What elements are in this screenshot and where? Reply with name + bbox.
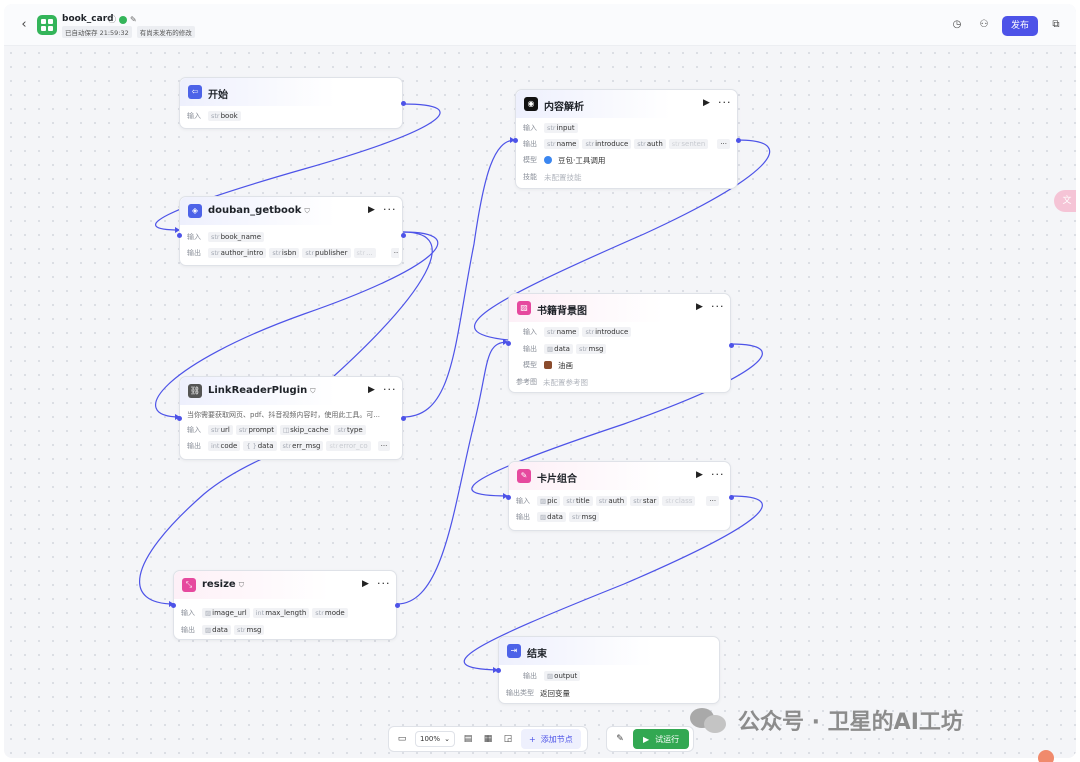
input-port[interactable] <box>506 495 511 500</box>
help-badge[interactable] <box>1038 750 1054 762</box>
minimap-icon[interactable]: ▭ <box>397 734 407 744</box>
more-icon[interactable]: ··· <box>383 383 397 396</box>
input-port[interactable] <box>171 603 176 608</box>
node-title: 开始 <box>208 90 228 101</box>
more-icon[interactable]: ··· <box>377 577 391 590</box>
more-outputs-chip[interactable]: ··· <box>377 441 391 451</box>
edge-linkreader-parse <box>402 139 516 418</box>
output-port[interactable] <box>729 343 734 348</box>
run-node-icon[interactable]: ▶ <box>368 205 375 215</box>
card-edit-icon: ✎ <box>517 469 531 483</box>
copy-icon[interactable]: ⧉ <box>1052 19 1060 30</box>
workflow-canvas[interactable]: ‹ book_card ⓘ ✎ 已自动保存 21:59:32 有尚未发布的修改 … <box>4 4 1076 758</box>
more-icon[interactable]: ··· <box>711 300 725 313</box>
output-port[interactable] <box>729 495 734 500</box>
doubao-model-icon <box>544 156 552 164</box>
node-description: 当你需要获取网页、pdf、抖音视频内容时，使用此工具。可... <box>187 411 381 419</box>
unpublished-status: 有尚未发布的修改 <box>136 26 195 38</box>
chevron-down-icon: ⌄ <box>444 735 450 743</box>
plus-icon: + <box>529 734 536 744</box>
comment-icon[interactable]: ▤ <box>463 734 473 744</box>
info-icon[interactable]: ⓘ <box>108 15 116 24</box>
node-title: resize⛉ <box>202 579 244 590</box>
side-assistant-tab[interactable]: 文 <box>1054 190 1076 212</box>
zoom-select[interactable]: 100%⌄ <box>415 731 455 747</box>
history-icon[interactable]: ◷ <box>952 19 962 30</box>
output-port[interactable] <box>401 233 406 238</box>
more-outputs-chip[interactable]: ··· <box>390 248 399 258</box>
fit-view-icon[interactable]: ◲ <box>503 734 513 744</box>
plugin-cube-icon: ◈ <box>188 204 202 218</box>
node-title: 书籍背景图 <box>537 306 587 317</box>
watermark: 公众号 · 卫星的AI工坊 <box>690 704 963 736</box>
output-port[interactable] <box>401 416 406 421</box>
run-node-icon[interactable]: ▶ <box>362 579 369 589</box>
edit-icon[interactable]: ✎ <box>130 15 137 24</box>
output-port[interactable] <box>736 138 741 143</box>
input-port[interactable] <box>177 233 182 238</box>
input-port[interactable] <box>513 138 518 143</box>
input-port[interactable] <box>496 668 501 673</box>
more-inputs-chip[interactable]: ··· <box>706 496 720 506</box>
node-title: 结束 <box>527 649 547 660</box>
workflow-title: book_card <box>62 14 114 24</box>
play-icon: ▶ <box>643 734 650 744</box>
shield-icon: ⛉ <box>238 581 244 589</box>
more-icon[interactable]: ··· <box>711 468 725 481</box>
node-title: douban_getbook⛉ <box>208 205 310 216</box>
back-icon[interactable]: ‹ <box>21 17 27 32</box>
run-node-icon[interactable]: ▶ <box>703 98 710 108</box>
resize-icon: ⤡ <box>182 578 196 592</box>
workflow-logo-icon <box>37 15 57 35</box>
more-outputs-chip[interactable]: ··· <box>717 139 730 149</box>
image-generate-icon: ▨ <box>517 301 531 315</box>
input-port[interactable] <box>177 416 182 421</box>
node-linkreader[interactable]: ⛓ LinkReaderPlugin⛉ ▶ ··· 当你需要获取网页、pdf、抖… <box>177 376 406 460</box>
end-icon: ⇥ <box>507 644 521 658</box>
output-port[interactable] <box>395 603 400 608</box>
top-bar: ‹ book_card ⓘ ✎ 已自动保存 21:59:32 有尚未发布的修改 … <box>4 4 1076 46</box>
publish-button[interactable]: 发布 <box>1002 16 1038 36</box>
node-title: 卡片组合 <box>537 474 577 485</box>
node-title: 内容解析 <box>544 102 584 113</box>
run-node-icon[interactable]: ▶ <box>696 470 703 480</box>
canvas-toolbar: ▭ 100%⌄ ▤ ▦ ◲ +添加节点 <box>388 726 588 752</box>
node-title: LinkReaderPlugin⛉ <box>208 385 316 396</box>
start-icon: ⇦ <box>188 85 202 99</box>
link-reader-icon: ⛓ <box>188 384 202 398</box>
collaborator-icon[interactable]: ⚇ <box>979 19 989 30</box>
more-icon[interactable]: ··· <box>718 96 732 109</box>
more-icon[interactable]: ··· <box>383 203 397 216</box>
edge-resize-bgimage <box>396 341 509 605</box>
run-toolbar: ✎ ▶试运行 <box>606 726 695 752</box>
autosave-status: 已自动保存 21:59:32 <box>62 26 132 38</box>
add-node-button[interactable]: +添加节点 <box>521 729 581 749</box>
run-node-icon[interactable]: ▶ <box>368 385 375 395</box>
oil-painting-model-icon <box>544 361 552 369</box>
output-port[interactable] <box>401 101 406 106</box>
input-port[interactable] <box>506 341 511 346</box>
llm-icon: ◉ <box>524 97 538 111</box>
wechat-logo-icon <box>690 706 730 734</box>
auto-layout-icon[interactable]: ▦ <box>483 734 493 744</box>
test-run-button[interactable]: ▶试运行 <box>633 729 690 749</box>
node-end[interactable]: ⇥ 结束 输出 ▨output 输出类型 返回变量 <box>496 636 720 704</box>
shield-icon: ⛉ <box>304 207 310 215</box>
shield-icon: ⛉ <box>310 387 316 395</box>
run-node-icon[interactable]: ▶ <box>696 302 703 312</box>
check-icon <box>119 15 127 24</box>
debug-icon[interactable]: ✎ <box>616 734 624 744</box>
